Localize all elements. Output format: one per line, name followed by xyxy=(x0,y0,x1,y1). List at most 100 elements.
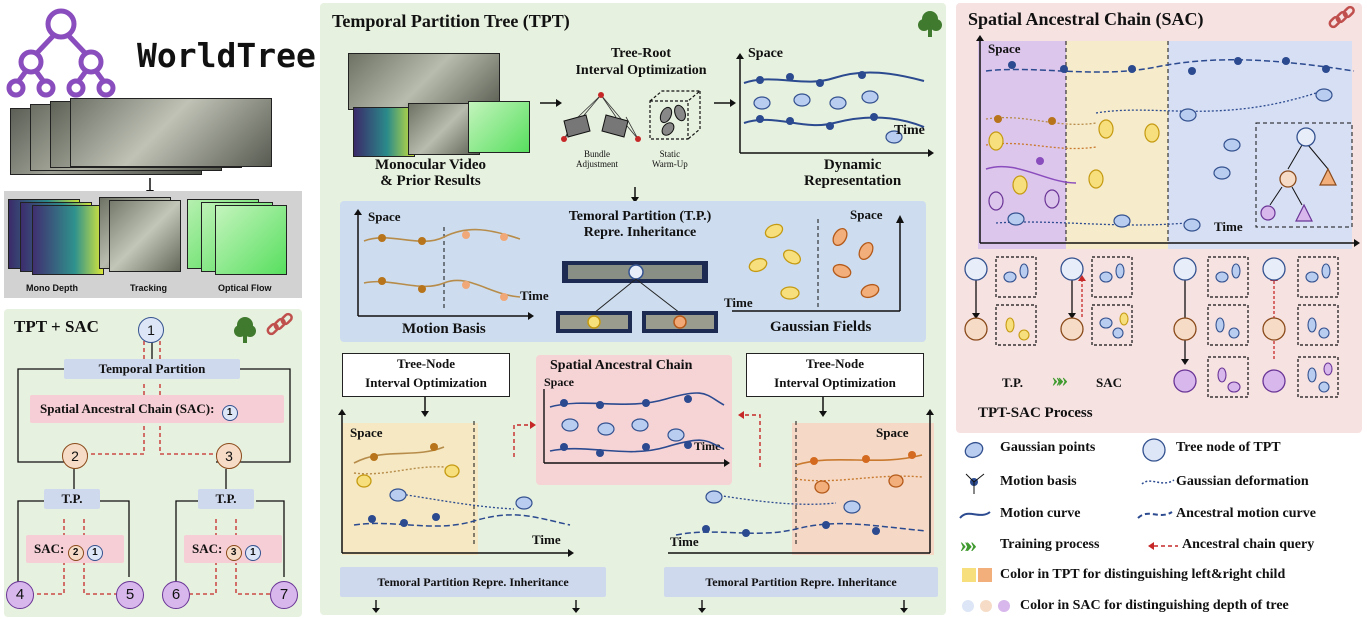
legend-ancestral-chain-query: Ancestral chain query xyxy=(1182,537,1315,552)
tpt-title: Temporal Partition Tree (TPT) xyxy=(332,11,570,31)
training-chevrons-icon: »» xyxy=(1052,369,1068,391)
tree-node-4: 4 xyxy=(6,581,34,609)
sac-label: Spatial Ancestral Chain (SAC): xyxy=(40,401,215,416)
training-process-icon: »» xyxy=(960,532,977,557)
space-label-6: Space xyxy=(876,425,909,440)
video-frames xyxy=(10,98,290,178)
inheritance-bar-right: Temoral Partition Repre. Inheritance xyxy=(664,567,938,597)
tpt-sac-connectors xyxy=(17,339,291,595)
legend-gaussian-points: Gaussian points xyxy=(1000,440,1096,455)
sac-node-1: 1 xyxy=(221,405,238,421)
ancestral-query-arrow-left xyxy=(513,421,536,457)
priors-panel: Mono Depth Tracking Optical Flow xyxy=(4,191,302,298)
sac-label-box: Spatial Ancestral Chain (SAC): 1 xyxy=(30,395,284,423)
tree-node-7: 7 xyxy=(270,581,298,609)
bundle-adjustment-label: Bundle Adjustment xyxy=(576,149,618,169)
logo-title: WorldTree xyxy=(137,36,316,75)
space-label-1: Space xyxy=(748,46,783,61)
down-arrow-icon-4 xyxy=(819,397,827,417)
worldtree-logo-icon xyxy=(6,8,116,98)
space-label-sac: Space xyxy=(988,41,1021,56)
sac-node-2: 2 xyxy=(67,545,84,561)
space-label-3: Space xyxy=(850,207,883,222)
dynamic-rep-label: Dynamic Representation xyxy=(804,157,902,189)
ancestral-query-arrow-right xyxy=(738,411,761,467)
tree-node-1: 1 xyxy=(138,317,164,343)
flow-maps xyxy=(187,199,297,275)
legend-color-tpt: Color in TPT for distinguishing left&rig… xyxy=(1000,567,1286,582)
temporal-partition-bar: Temporal Partition xyxy=(64,359,240,379)
tpt-sac-process-drawing xyxy=(964,256,1339,398)
legend: »» Gaussian points Tree node of TPT Moti… xyxy=(956,436,1362,616)
left-column: WorldTree Mono Depth Tracking Optical Fl… xyxy=(0,0,316,619)
tree-icon xyxy=(234,317,256,343)
space-label-2: Space xyxy=(368,209,401,224)
sac-mid-plot xyxy=(543,389,730,467)
tp-inheritance-title: Temoral Partition (T.P.) Repre. Inherita… xyxy=(568,209,712,240)
right-arrow-icon xyxy=(540,99,562,107)
bottom-arrows-right xyxy=(698,600,908,613)
tree-root-label: Tree-Root Interval Optimization xyxy=(575,46,707,78)
sac-short-right: SAC: xyxy=(192,541,223,556)
sac-box-right: SAC: 3 1 xyxy=(184,535,282,563)
time-label-5: Time xyxy=(694,439,721,453)
temporal-partition-box: Space Time Temoral Partition (T.P.) Repr… xyxy=(340,201,926,342)
tpt-sac-title: TPT + SAC xyxy=(14,317,99,336)
dynamic-representation-plot xyxy=(736,53,934,157)
tp-bar-left: T.P. xyxy=(44,489,100,509)
tree-icon-2 xyxy=(918,11,942,37)
space-label-4: Space xyxy=(350,425,383,440)
tracking-maps xyxy=(99,197,189,272)
sac-short-left: SAC: xyxy=(34,541,65,556)
legend-ancestral-motion-curve: Ancestral motion curve xyxy=(1176,506,1316,521)
gaussian-fields-label: Gaussian Fields xyxy=(770,319,872,335)
sac-main-plot xyxy=(976,35,1360,249)
tp-box-drawing xyxy=(354,209,904,333)
sac-mid-title: Spatial Ancestral Chain xyxy=(550,358,693,373)
thumb-label-flow: Optical Flow xyxy=(218,283,272,293)
tree-node-6: 6 xyxy=(162,581,190,609)
legend-motion-curve: Motion curve xyxy=(1000,506,1081,521)
sac-box-left: SAC: 2 1 xyxy=(26,535,124,563)
tree-node-3: 3 xyxy=(216,443,242,469)
legend-training-process: Training process xyxy=(1000,537,1100,552)
sac-label-right: SAC xyxy=(1096,375,1123,390)
time-label-sac: Time xyxy=(1214,219,1243,234)
thumb-label-depth: Mono Depth xyxy=(26,283,78,293)
tree-node-opt-right: Tree-Node Interval Optimization xyxy=(746,353,924,397)
legend-gaussian-deformation: Gaussian deformation xyxy=(1176,474,1309,489)
mono-video-label: Monocular Video & Prior Results xyxy=(375,157,486,189)
mono-video-stack xyxy=(348,53,538,163)
down-arrow-icon-2 xyxy=(631,187,639,203)
tpt-sac-panel: TPT + SAC 1 Temporal Par xyxy=(4,309,302,617)
static-warmup-label: Static Warm-Up xyxy=(652,149,688,169)
thumb-label-tracking: Tracking xyxy=(130,283,168,293)
tp-bar-right: T.P. xyxy=(198,489,254,509)
inheritance-bar-left: Temoral Partition Repre. Inheritance xyxy=(340,567,606,597)
sac-node-1b: 1 xyxy=(86,545,103,561)
time-label-6: Time xyxy=(670,534,699,549)
time-label-2: Time xyxy=(520,288,549,303)
legend-color-sac: Color in SAC for distinguishing depth of… xyxy=(1020,598,1289,613)
tpt-panel: Temporal Partition Tree (TPT) Monocular … xyxy=(320,3,946,615)
motion-basis-label: Motion Basis xyxy=(402,321,486,337)
legend-motion-basis: Motion basis xyxy=(1000,474,1077,489)
tp-label-right: T.P. xyxy=(1002,375,1023,390)
bottom-arrows-left xyxy=(372,600,580,613)
time-label-3: Time xyxy=(724,295,753,310)
right-node-plot xyxy=(668,409,934,555)
chain-icon xyxy=(266,312,293,336)
down-arrow-icon-3 xyxy=(421,397,429,417)
legend-tree-node: Tree node of TPT xyxy=(1176,440,1281,455)
static-warmup-cube-icon xyxy=(649,90,702,140)
tree-node-opt-left: Tree-Node Interval Optimization xyxy=(342,353,510,397)
sac-panel: Spatial Ancestral Chain (SAC) Space Ti xyxy=(956,3,1362,433)
left-node-plot xyxy=(338,409,574,557)
sac-title: Spatial Ancestral Chain (SAC) xyxy=(968,9,1204,29)
legend-symbols xyxy=(959,438,1178,612)
sac-node-3: 3 xyxy=(225,545,242,561)
bundle-adjustment-icon xyxy=(561,92,641,142)
time-label-4: Time xyxy=(532,532,561,547)
depth-maps xyxy=(8,199,108,275)
tpt-sac-process-label: TPT-SAC Process xyxy=(978,405,1093,421)
